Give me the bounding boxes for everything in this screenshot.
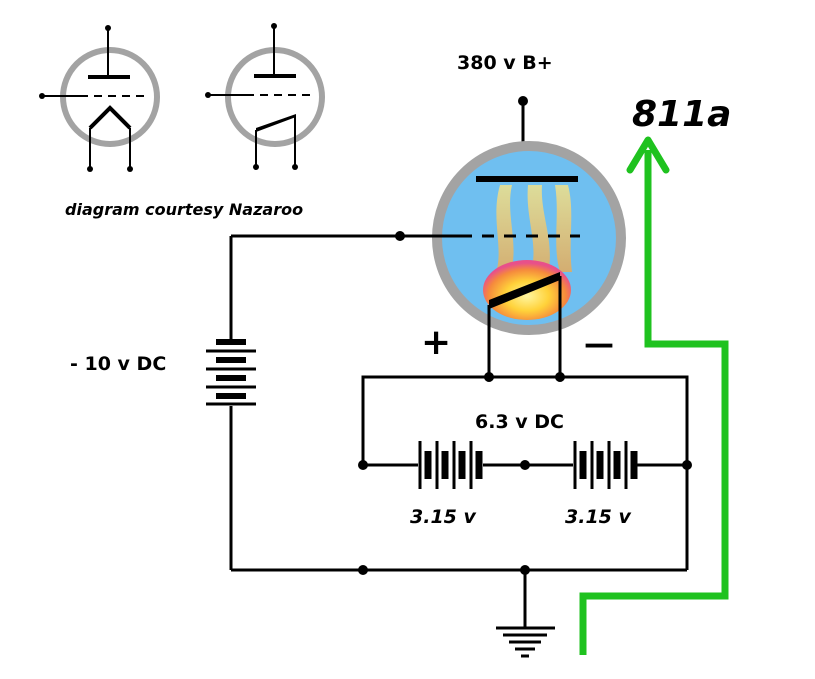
cell-right-label: 3.15 v	[565, 506, 631, 528]
grid-node	[395, 231, 405, 241]
cells-node-left	[358, 460, 368, 470]
tube-symbol-right-node-b	[292, 164, 298, 170]
tube-symbol-right-plate-node	[271, 23, 277, 29]
tube-symbol-left-node-a	[87, 166, 93, 172]
tube-symbol-left	[39, 25, 160, 172]
tube-symbol-left-node-b	[127, 166, 133, 172]
return-node-left	[358, 565, 368, 575]
grid-bias-label: - 10 v DC	[70, 353, 166, 375]
cells-node-middle	[520, 460, 530, 470]
bias-battery-icon	[206, 339, 256, 406]
battery-right-icon	[573, 441, 638, 489]
tube-symbol-right-filament	[256, 114, 296, 132]
plus-sign-label: +	[421, 322, 451, 363]
cell-left-label: 3.15 v	[410, 506, 476, 528]
credit-label: diagram courtesy Nazaroo	[65, 200, 303, 219]
tube-symbol-left-plate-node	[105, 25, 111, 31]
minus-sign-label: —	[584, 327, 614, 362]
tube-envelope	[432, 141, 626, 335]
filament-total-label: 6.3 v DC	[475, 411, 564, 433]
filament-loop	[361, 375, 689, 465]
flame-plume-center	[527, 185, 550, 275]
ground-icon	[496, 626, 555, 658]
tube-symbol-right	[205, 23, 325, 170]
flame-plume-left	[495, 185, 514, 275]
tube-name-label: 811a	[632, 94, 731, 135]
arrow-line	[579, 150, 729, 655]
b-plus-label: 380 v B+	[457, 52, 553, 74]
b-plus-node	[518, 96, 528, 106]
tube-filament	[489, 272, 560, 309]
battery-left-icon	[418, 441, 483, 489]
tube-symbol-left-filament	[88, 105, 132, 130]
arrow-path	[579, 136, 729, 655]
tube-symbol-right-grid-node	[205, 92, 211, 98]
arrow-head-icon	[626, 136, 670, 174]
tube-811a	[400, 141, 626, 335]
flame-plume-right	[555, 185, 572, 272]
tube-symbol-left-grid-node	[39, 93, 45, 99]
tube-symbol-right-node-a	[253, 164, 259, 170]
